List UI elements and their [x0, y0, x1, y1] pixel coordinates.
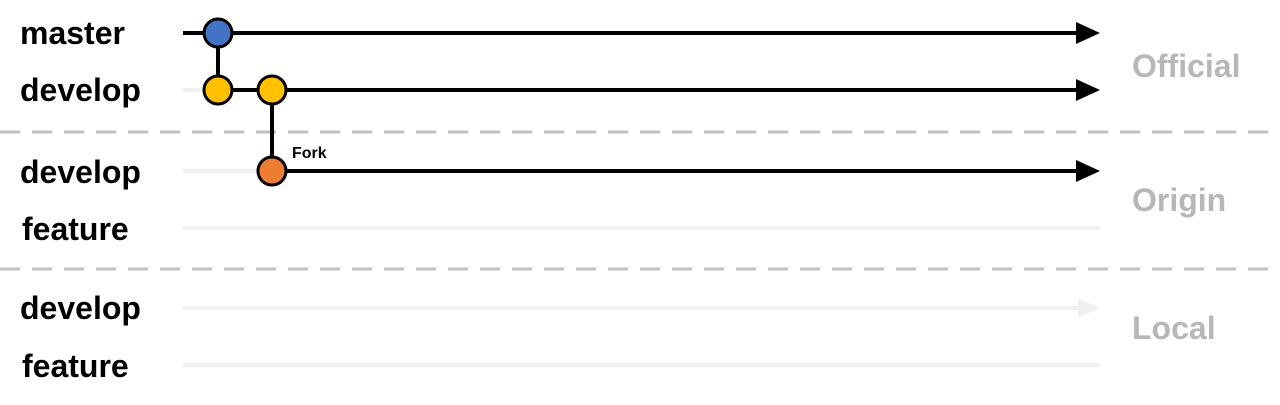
commit-node-master	[202, 17, 234, 49]
commit-node-develop	[256, 74, 288, 106]
branch-label-master: master	[20, 15, 125, 51]
branch-label-develop: develop	[20, 290, 141, 326]
branch-label-feature: feature	[22, 348, 129, 384]
branch-label-feature: feature	[22, 211, 129, 247]
branch-arrowhead-official-master	[1076, 22, 1100, 44]
branch-arrowhead-local-develop	[1078, 298, 1100, 318]
branch-label-develop: develop	[20, 154, 141, 190]
section-label-local: Local	[1132, 310, 1216, 346]
commit-node-develop	[202, 74, 234, 106]
section-label-official: Official	[1132, 48, 1240, 84]
branch-arrowhead-official-develop	[1076, 79, 1100, 101]
branch-label-develop: develop	[20, 72, 141, 108]
commit-node-fork	[256, 155, 288, 187]
fork-annotation: Fork	[292, 145, 327, 162]
section-label-origin: Origin	[1132, 182, 1226, 218]
branch-arrowhead-origin-develop	[1076, 160, 1100, 182]
